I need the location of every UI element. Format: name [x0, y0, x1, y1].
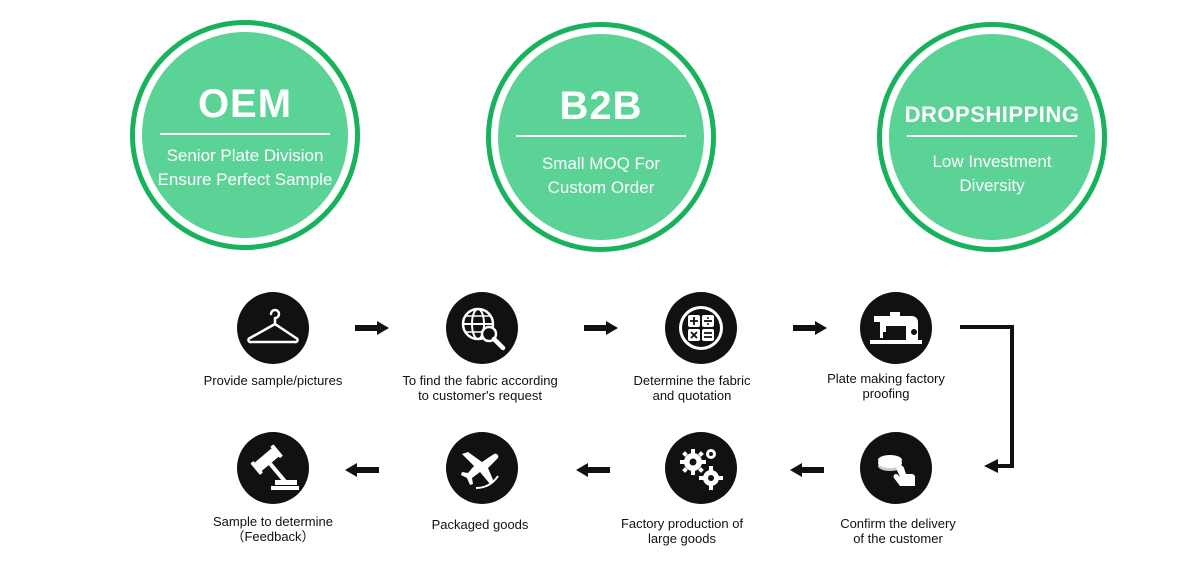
step-label-packaged-goods: Packaged goods [431, 517, 529, 532]
hanger-icon [237, 292, 309, 364]
badge-b2b-line-1: Small MOQ For [541, 154, 661, 173]
gavel-icon [237, 432, 309, 504]
badge-dropshipping-line-2: Diversity [959, 176, 1025, 195]
arrow-right-2 [584, 321, 618, 335]
globe-search-icon [446, 292, 518, 364]
badge-oem-line-1: Senior Plate Division [166, 146, 324, 165]
gears-icon [665, 432, 737, 504]
badge-dropshipping-fill: DROPSHIPPING Low Investment Diversity [889, 34, 1095, 240]
arrow-right-3 [793, 321, 827, 335]
badge-oem-title: OEM [197, 82, 293, 126]
arrow-right-1 [355, 321, 389, 335]
step-label-provide-sample: Provide sample/pictures [203, 373, 343, 388]
badge-oem-line-2: Ensure Perfect Sample [157, 170, 333, 189]
arrow-left-1 [790, 463, 824, 477]
arrow-left-3 [345, 463, 379, 477]
sewing-machine-icon [860, 292, 932, 364]
badge-dropshipping-divider [907, 135, 1077, 137]
flow-connector [960, 320, 1020, 480]
badge-oem-fill: OEM Senior Plate Division Ensure Perfect… [142, 32, 348, 238]
badge-b2b-line-2: Custom Order [547, 178, 655, 197]
airplane-icon [446, 432, 518, 504]
step-label-find-fabric: To find the fabric according to customer… [402, 373, 558, 403]
step-label-confirm-delivery: Confirm the delivery of the customer [840, 516, 956, 546]
step-label-factory-production: Factory production of large goods [620, 516, 744, 546]
step-label-sample-determine: Sample to determine （Feedback） [213, 514, 333, 544]
badge-oem: OEM Senior Plate Division Ensure Perfect… [130, 20, 360, 250]
arrow-left-2 [576, 463, 610, 477]
badge-b2b: B2B Small MOQ For Custom Order [486, 22, 716, 252]
badge-b2b-title: B2B [559, 84, 643, 128]
step-label-plate-making: Plate making factory proofing [827, 371, 945, 401]
badge-b2b-fill: B2B Small MOQ For Custom Order [498, 34, 704, 240]
badge-dropshipping-title: DROPSHIPPING [904, 102, 1080, 127]
badge-dropshipping-line-1: Low Investment [932, 152, 1052, 171]
badge-oem-divider [160, 133, 330, 135]
calculator-icon [665, 292, 737, 364]
step-label-determine-fabric: Determine the fabric and quotation [633, 373, 751, 403]
badge-dropshipping: DROPSHIPPING Low Investment Diversity [877, 22, 1107, 252]
hand-coin-icon [860, 432, 932, 504]
badge-b2b-divider [516, 135, 686, 137]
